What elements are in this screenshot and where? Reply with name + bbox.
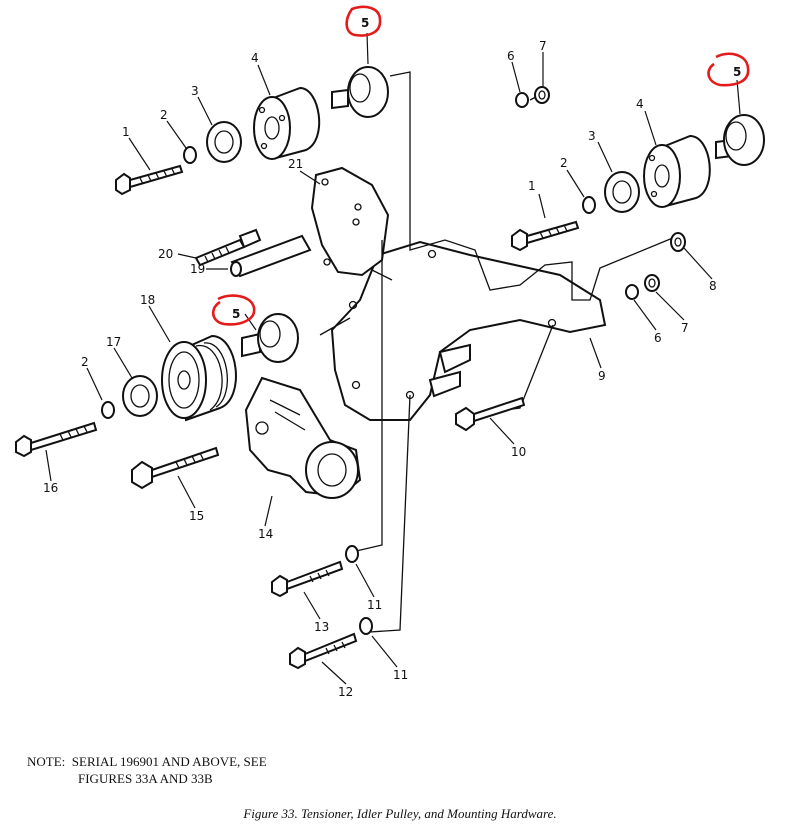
idler-pulley-assembly-upper-right xyxy=(511,114,765,252)
callout-15: 15 xyxy=(189,509,204,523)
tensioner-item-14 xyxy=(244,376,362,499)
idler-pulley-item-4-upper-left xyxy=(253,86,321,160)
grooved-pulley-item-18 xyxy=(161,334,237,422)
idler-bracket xyxy=(310,166,390,277)
exploded-parts-diagram: 1 2 3 4 5 21 20 19 6 7 5 4 3 2 1 8 6 7 9… xyxy=(15,5,765,699)
callout-9: 9 xyxy=(598,369,606,383)
washer-item-2-lower-left xyxy=(101,401,115,419)
callout-3-right: 3 xyxy=(588,129,596,143)
spacer-item-19 xyxy=(230,234,312,278)
bolt-item-1-right xyxy=(511,220,580,252)
spacer-item-17 xyxy=(122,375,158,417)
callout-2-left-low: 2 xyxy=(81,355,89,369)
callout-10: 10 xyxy=(511,445,526,459)
bolt-item-16 xyxy=(15,421,98,458)
note-line-1: NOTE: SERIAL 196901 AND ABOVE, SEE xyxy=(27,754,267,769)
callout-6-top: 6 xyxy=(507,49,515,63)
callout-17: 17 xyxy=(106,335,121,349)
callout-19: 19 xyxy=(190,262,205,276)
callout-1-right: 1 xyxy=(528,179,536,193)
callout-11-lower: 11 xyxy=(393,668,408,682)
bolt-item-1-upper-left xyxy=(115,164,184,196)
washer-item-2-right xyxy=(582,196,596,214)
washer-item-11-upper xyxy=(345,545,359,563)
callout-2-left-top: 2 xyxy=(160,108,168,122)
callout-21: 21 xyxy=(288,157,303,171)
red-circle-item-5-top xyxy=(345,5,382,37)
spacer-item-3-upper-left xyxy=(206,121,242,163)
stud-item-5-right xyxy=(715,114,765,166)
callout-2-right: 2 xyxy=(560,156,568,170)
callout-4-left: 4 xyxy=(251,51,259,65)
callout-14: 14 xyxy=(258,527,273,541)
callout-8: 8 xyxy=(709,279,717,293)
callout-5-top: 5 xyxy=(361,16,369,30)
idler-pulley-item-4-right xyxy=(643,134,711,208)
mounting-bracket xyxy=(330,240,607,421)
red-circle-item-5-right xyxy=(707,52,750,87)
bolt-item-15 xyxy=(131,446,220,490)
nut-washer-items-6-7-right xyxy=(625,274,660,300)
callout-7-top: 7 xyxy=(539,39,547,53)
callout-5-middle: 5 xyxy=(232,307,240,321)
callout-6-right: 6 xyxy=(654,331,662,345)
washer-item-2-upper-left xyxy=(183,146,197,164)
callout-3-left: 3 xyxy=(191,84,199,98)
callout-labels: 1 2 3 4 5 21 20 19 6 7 5 4 3 2 1 8 6 7 9… xyxy=(43,16,741,699)
leader-lines xyxy=(45,32,741,685)
stud-item-5-middle xyxy=(241,313,299,363)
spacer-item-3-right xyxy=(604,171,640,213)
stud-item-5-top xyxy=(331,66,389,118)
callout-13: 13 xyxy=(314,620,329,634)
stud-item-20 xyxy=(194,228,262,267)
callout-20: 20 xyxy=(158,247,173,261)
callout-16: 16 xyxy=(43,481,58,495)
callout-1-left: 1 xyxy=(122,125,130,139)
idler-pulley-assembly-upper-left xyxy=(115,66,389,196)
callout-12: 12 xyxy=(338,685,353,699)
bolt-item-12 xyxy=(289,632,358,670)
callout-11-upper: 11 xyxy=(367,598,382,612)
red-highlight-markers xyxy=(211,5,750,326)
figure-caption: Figure 33. Tensioner, Idler Pulley, and … xyxy=(243,806,557,821)
bolt-item-10 xyxy=(455,396,526,432)
callout-5-right: 5 xyxy=(733,65,741,79)
washer-item-11-lower xyxy=(359,617,373,635)
callout-7-right: 7 xyxy=(681,321,689,335)
callout-4-right: 4 xyxy=(636,97,644,111)
washer-item-8 xyxy=(670,232,686,252)
red-circle-item-5-middle xyxy=(211,294,256,326)
note-line-2: FIGURES 33A AND 33B xyxy=(78,771,213,786)
bolt-item-13 xyxy=(271,560,344,598)
note-block: NOTE: SERIAL 196901 AND ABOVE, SEE FIGURE… xyxy=(27,753,267,787)
nut-washer-items-6-7-top xyxy=(515,86,550,108)
callout-18: 18 xyxy=(140,293,155,307)
